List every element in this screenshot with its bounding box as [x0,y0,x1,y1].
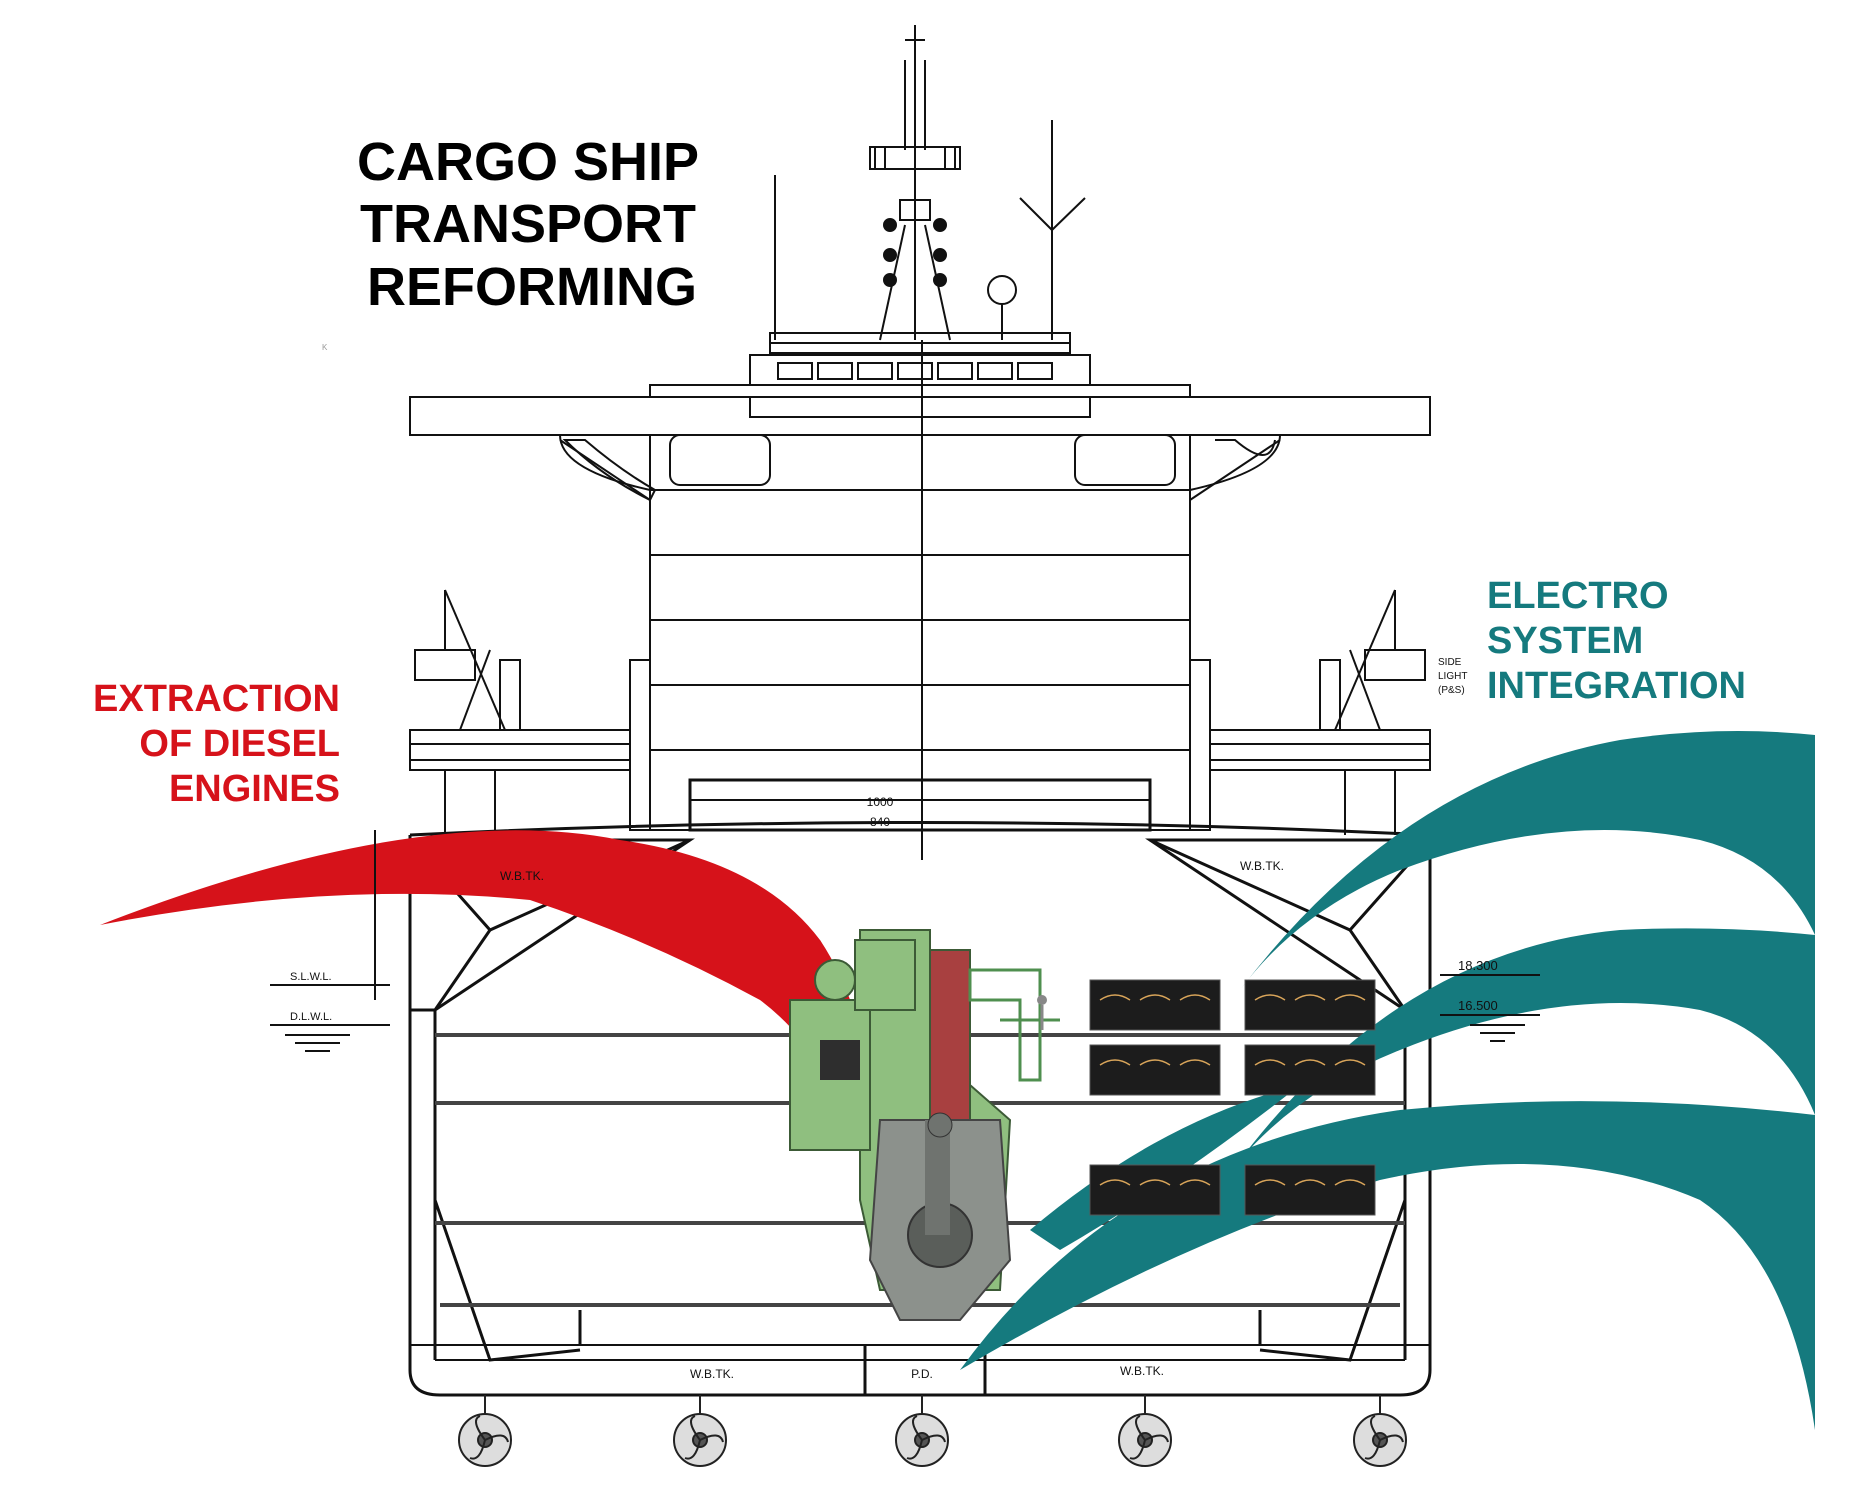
dimension-840: 840 [870,815,890,829]
drawing-annotations: SIDE LIGHT (P&S) 1000 840 W.B.TK. W.B.TK… [290,343,1498,1381]
radar-mast-icon [774,25,1086,341]
propeller-icon [895,1395,949,1467]
lifeboat-davit-icon [1319,589,1426,731]
wbtk-lower-left: W.B.TK. [690,1367,734,1381]
wbtk-upper-left: W.B.TK. [500,869,544,883]
propeller-icon [1118,1395,1172,1467]
wbtk-lower-right: W.B.TK. [1120,1364,1164,1378]
draft-18300: 18.300 [1458,958,1498,973]
battery-module-icon [1089,979,1376,1216]
draft-16500: 16.500 [1458,998,1498,1013]
wbtk-upper-right: W.B.TK. [1240,859,1284,873]
slwl-label: S.L.W.L. [290,971,332,983]
left-callout-line-3: ENGINES [169,768,340,810]
propeller-icon [458,1395,512,1467]
battery-module-highlights [1099,994,1366,1186]
left-callout-line-2: OF DIESEL [139,723,340,765]
electro-integration-swooshes [960,731,1815,1430]
pd-label: P.D. [911,1367,933,1381]
page-title: CARGO SHIP TRANSPORT REFORMING [357,132,699,317]
lifeboat-davit-icon [414,589,521,731]
right-callout-line-3: INTEGRATION [1487,665,1746,707]
left-callout-line-1: EXTRACTION [93,678,340,720]
right-callout-line-2: SYSTEM [1487,620,1643,662]
left-callout: EXTRACTION OF DIESEL ENGINES [93,678,340,810]
right-callout: ELECTRO SYSTEM INTEGRATION [1487,575,1746,707]
diesel-extraction-swoosh [100,830,890,1230]
dimension-1000: 1000 [867,795,894,809]
side-light-label-2: LIGHT [1438,671,1467,682]
hull-section [408,778,1432,1397]
superstructure [409,332,1431,860]
side-light-label-1: SIDE [1438,657,1462,668]
propeller-icon [1353,1395,1407,1467]
dlwl-label: D.L.W.L. [290,1011,332,1023]
propellers [458,1395,1407,1467]
waterline-icon [270,830,1540,1052]
corner-mark: K [322,343,328,352]
right-callout-line-1: ELECTRO [1487,575,1669,617]
title-line-1: CARGO SHIP [357,132,699,192]
title-line-3: REFORMING [367,257,697,317]
title-line-2: TRANSPORT [360,194,696,254]
propeller-icon [673,1395,727,1467]
diesel-engine-icon [789,929,1060,1321]
side-light-label-3: (P&S) [1438,685,1465,696]
